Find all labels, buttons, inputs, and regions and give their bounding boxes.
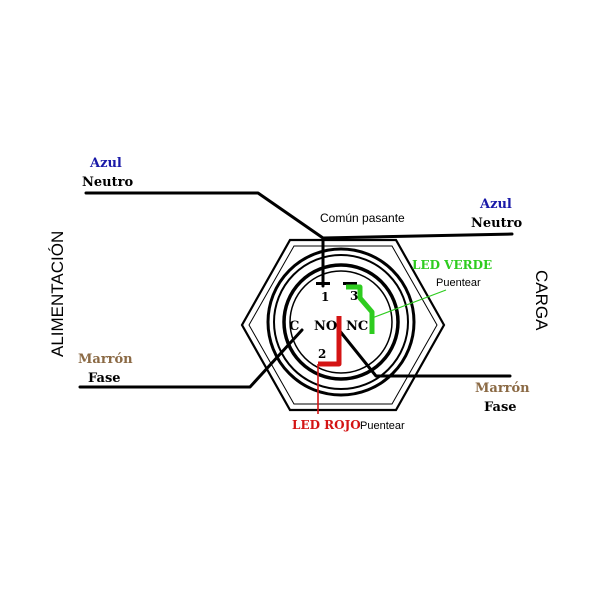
neutral-wire — [84, 191, 325, 288]
load-neutral-color: Azul — [479, 197, 512, 212]
hex-nut-inner — [248, 245, 438, 405]
pin3-terminal — [343, 282, 357, 285]
led-green-note: Puentear — [436, 277, 481, 289]
pin1-label: 1 — [321, 290, 329, 304]
phase-load-wire — [337, 328, 512, 378]
wires — [78, 191, 514, 389]
nc-terminal-label: NC — [346, 319, 368, 334]
pin2-label: 2 — [318, 347, 326, 361]
pin1-terminal — [316, 282, 330, 285]
common-annotation: Común pasante — [320, 211, 405, 225]
outer-ring-2 — [273, 254, 409, 390]
load-side-label: CARGA — [532, 270, 551, 331]
load-phase-label: Fase — [484, 400, 517, 415]
led-green-pointer — [371, 289, 447, 319]
supply-phase-label: Fase — [88, 371, 121, 386]
phase-supply-wire — [78, 328, 304, 389]
inner-ring — [282, 263, 400, 381]
supply-phase-color: Marrón — [78, 352, 133, 367]
supply-side-label: ALIMENTACIÓN — [48, 231, 67, 357]
led-green-jumper — [346, 284, 375, 334]
led-red-label: LED ROJO — [292, 418, 361, 432]
led-green-label: LED VERDE — [412, 258, 492, 272]
switch-body — [240, 238, 446, 412]
terminal-plate — [289, 270, 393, 374]
c-terminal-label: C — [289, 319, 299, 334]
led-red-jumper — [318, 316, 342, 367]
outer-ring — [266, 247, 416, 397]
supply-neutral-label: Neutro — [82, 175, 133, 190]
pin3-label: 3 — [350, 289, 358, 303]
hex-nut — [240, 238, 446, 412]
neutral-load-wire — [321, 232, 514, 240]
supply-neutral-color: Azul — [89, 156, 122, 171]
led-red-note: Puentear — [360, 420, 405, 432]
load-neutral-label: Neutro — [471, 216, 522, 231]
no-terminal-label: NO — [314, 319, 337, 334]
load-phase-color: Marrón — [475, 381, 530, 396]
